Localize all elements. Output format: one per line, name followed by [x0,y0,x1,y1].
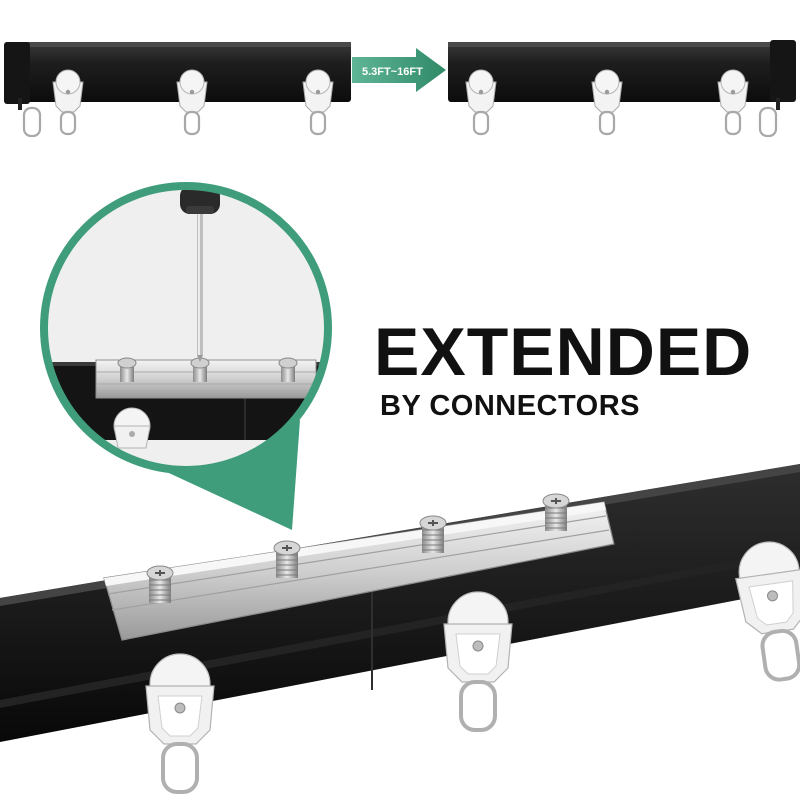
length-range-label: 5.3FT~16FT [362,66,423,78]
curtain-hook-icon [22,106,42,138]
curtain-hook-icon [758,106,778,138]
headline: EXTENDED [374,314,753,390]
short-rail-right [448,40,796,138]
screw-icon [117,357,137,382]
magnifier-callout [40,182,332,530]
screwdriver-icon [180,186,220,362]
subheadline: BY CONNECTORS [380,390,641,422]
arrow-right-icon [352,48,446,92]
connector-plate [103,501,615,641]
short-rail-left [4,42,351,138]
